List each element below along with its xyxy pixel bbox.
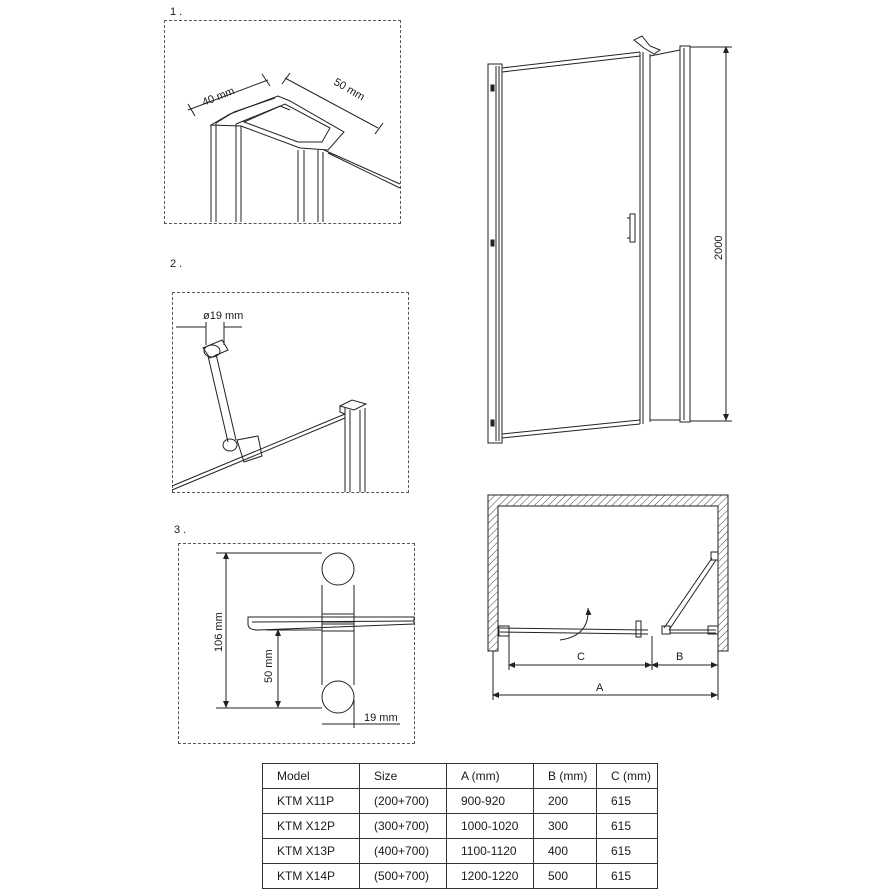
detail-3-height-label: 106 mm xyxy=(213,612,225,652)
spec-table: Model Size A (mm) B (mm) C (mm) KTM X11P… xyxy=(262,763,658,889)
table-row: KTM X13P (400+700) 1100-1120 400 615 xyxy=(262,838,658,864)
table-cell: KTM X11P xyxy=(262,788,360,814)
detail-1-profile xyxy=(187,72,401,222)
detail-3-frame xyxy=(178,543,415,744)
table-header-cell: B (mm) xyxy=(533,763,597,789)
step-1-label: 1 . xyxy=(170,6,183,18)
detail-3-gap-label: 19 mm xyxy=(364,712,398,724)
step-2-label: 2 . xyxy=(170,258,183,270)
table-header-cell: C (mm) xyxy=(596,763,658,789)
table-cell: (400+700) xyxy=(359,838,447,864)
table-cell: 615 xyxy=(596,788,658,814)
table-cell: 900-920 xyxy=(446,788,534,814)
plan-label-c: C xyxy=(577,651,585,663)
table-cell: KTM X14P xyxy=(262,863,360,889)
table-row: KTM X14P (500+700) 1200-1220 500 615 xyxy=(262,863,658,889)
plan-view xyxy=(487,494,729,700)
table-cell: (300+700) xyxy=(359,813,447,839)
table-cell: 1100-1120 xyxy=(446,838,534,864)
table-cell: 615 xyxy=(596,813,658,839)
table-cell: 400 xyxy=(533,838,597,864)
table-cell: (200+700) xyxy=(359,788,447,814)
detail-2-stabilizer xyxy=(171,322,368,492)
front-elevation xyxy=(487,35,732,444)
table-cell: KTM X13P xyxy=(262,838,360,864)
table-cell: KTM X12P xyxy=(262,813,360,839)
detail-3-offset-label: 50 mm xyxy=(263,649,275,683)
table-header-cell: Model xyxy=(262,763,360,789)
table-cell: 500 xyxy=(533,863,597,889)
table-cell: 1000-1020 xyxy=(446,813,534,839)
table-header-row: Model Size A (mm) B (mm) C (mm) xyxy=(262,763,658,789)
table-cell: 1200-1220 xyxy=(446,863,534,889)
elevation-height-label: 2000 xyxy=(713,236,725,260)
table-cell: 300 xyxy=(533,813,597,839)
plan-label-b: B xyxy=(676,651,683,663)
detail-1-depth-label: 50 mm xyxy=(332,76,367,103)
detail-1-frame xyxy=(164,20,401,224)
table-cell: (500+700) xyxy=(359,863,447,889)
table-header-cell: Size xyxy=(359,763,447,789)
step-3-label: 3 . xyxy=(174,524,187,536)
detail-2-frame xyxy=(172,292,409,493)
table-row: KTM X12P (300+700) 1000-1020 300 615 xyxy=(262,813,658,839)
table-cell: 615 xyxy=(596,838,658,864)
table-header-cell: A (mm) xyxy=(446,763,534,789)
table-cell: 200 xyxy=(533,788,597,814)
table-row: KTM X11P (200+700) 900-920 200 615 xyxy=(262,788,658,814)
detail-2-diameter-label: ø19 mm xyxy=(203,310,243,322)
detail-1-width-label: 40 mm xyxy=(201,85,237,109)
plan-label-a: A xyxy=(596,682,604,694)
table-cell: 615 xyxy=(596,863,658,889)
detail-3-handle xyxy=(216,552,415,728)
